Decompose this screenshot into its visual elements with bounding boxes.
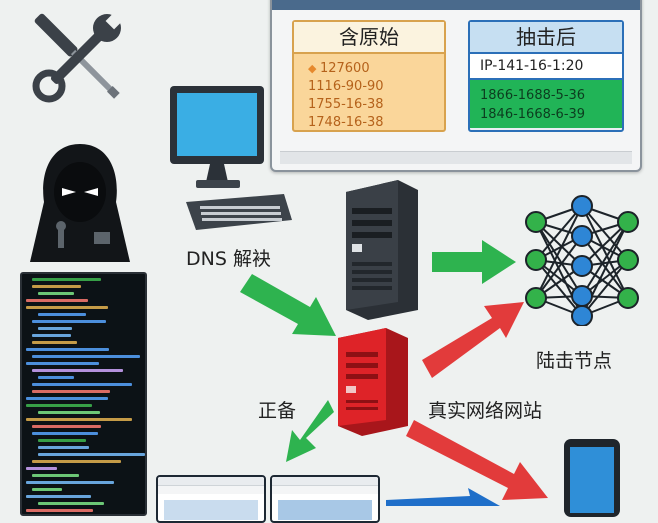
network-node [617, 249, 639, 271]
code-line [26, 306, 108, 309]
code-line [26, 362, 99, 365]
code-line [32, 341, 77, 344]
original-header: 含原始 [294, 22, 444, 54]
code-line [26, 495, 91, 498]
code-line [26, 299, 88, 302]
diamond-icon: ◆ [308, 62, 320, 75]
blue-arrow [386, 488, 500, 506]
network-node [617, 211, 639, 233]
hijacked-row: IP-141-16-1:20 [470, 54, 622, 80]
original-row: 1116-90-90 [308, 79, 384, 94]
code-line [38, 376, 74, 379]
code-line [26, 418, 132, 421]
original-row: 1755-16-38 [308, 97, 384, 112]
code-line [38, 411, 100, 414]
code-line [32, 383, 132, 386]
hacker-icon [22, 140, 138, 262]
network-link [535, 205, 583, 261]
network-node [525, 249, 547, 271]
code-line [32, 334, 71, 337]
original-records-column: 含原始 ◆ 127600 1116-90-90 1755-16-38 1748-… [292, 20, 446, 132]
code-line [32, 432, 98, 435]
code-line [38, 327, 72, 330]
hijacked-records-column: 抽击后 IP-141-16-1:20 1866-1688-5-36 1846-1… [468, 20, 624, 132]
window-titlebar [272, 0, 640, 10]
original-row-text: 127600 [319, 61, 370, 76]
hijacked-row: 1866-1688-5-36 [480, 88, 586, 103]
network-node [571, 195, 593, 217]
network-link [581, 205, 629, 299]
code-line [32, 425, 101, 428]
network-link [581, 205, 629, 261]
computer-icon [166, 82, 296, 232]
code-line [32, 320, 106, 323]
network-link [535, 259, 583, 317]
neural-network-icon [518, 194, 646, 326]
code-line [26, 348, 109, 351]
code-line [38, 439, 86, 442]
original-row: ◆ 127600 [294, 60, 444, 78]
dns-server-icon [328, 178, 420, 320]
code-line [38, 446, 89, 449]
green-arrow [286, 400, 334, 462]
tools-icon [18, 2, 138, 112]
code-line [32, 285, 81, 288]
green-arrow [240, 274, 336, 336]
network-link [581, 221, 629, 297]
red-arrow [406, 420, 548, 500]
real-websites-label: 真实网络网站 [428, 400, 543, 422]
phone-icon [562, 437, 626, 517]
code-terminal-panel [20, 272, 147, 516]
code-line [26, 509, 93, 512]
network-node [525, 287, 547, 309]
code-line [32, 369, 123, 372]
code-line [26, 481, 114, 484]
network-node [571, 255, 593, 277]
window-statusbar [280, 151, 632, 164]
attack-nodes-label: 陆击节点 [536, 350, 613, 372]
code-line [26, 404, 92, 407]
network-node [571, 305, 593, 326]
code-line [32, 474, 79, 477]
hijacked-header: 抽击后 [470, 22, 622, 54]
code-line [26, 397, 108, 400]
network-node [525, 211, 547, 233]
dns-resolve-label: DNS 解袂 [186, 248, 271, 270]
code-line [38, 502, 104, 505]
code-line [32, 488, 62, 491]
arrow-layer [240, 240, 548, 506]
normal-label: 正备 [258, 400, 297, 422]
code-line [38, 292, 74, 295]
red-arrow [422, 302, 524, 378]
dns-response-window: 含原始 ◆ 127600 1116-90-90 1755-16-38 1748-… [270, 0, 642, 172]
network-link [535, 221, 583, 297]
code-line [38, 453, 145, 456]
network-node [571, 225, 593, 247]
malicious-server-icon [332, 328, 412, 436]
network-link [535, 235, 583, 299]
hijacked-row: 1846-1668-6-39 [480, 107, 586, 122]
code-line [32, 460, 121, 463]
code-line [32, 390, 110, 393]
network-link [535, 205, 583, 299]
network-link [581, 259, 629, 317]
original-row: 1748-16-38 [308, 115, 384, 130]
code-line [32, 355, 140, 358]
green-arrow [432, 240, 516, 284]
code-line [38, 313, 86, 316]
code-line [26, 467, 57, 470]
code-line [32, 278, 101, 281]
hijacked-green-block: 1866-1688-5-36 1846-1668-6-39 [470, 80, 622, 128]
network-node [617, 287, 639, 309]
